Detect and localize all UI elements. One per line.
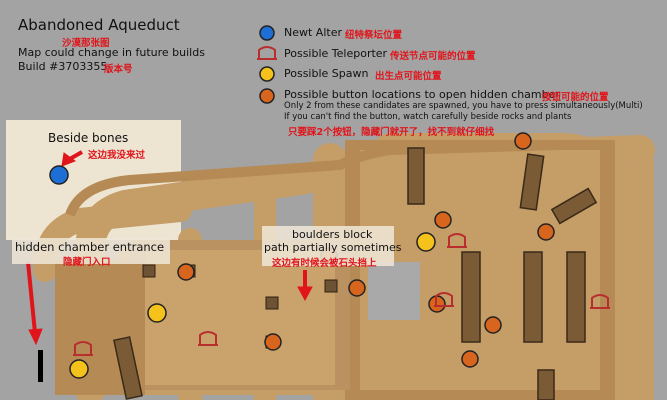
button-icon xyxy=(348,279,366,297)
button-icon xyxy=(537,223,555,241)
spawn-icon xyxy=(69,359,89,379)
teleporter-icon xyxy=(434,292,454,307)
pillar xyxy=(519,153,545,211)
boulders-callout-1: boulders block xyxy=(292,228,373,241)
spawn-icon xyxy=(416,232,436,252)
bones-callout: Beside bones xyxy=(48,131,129,145)
map-title-cn: 沙漠那张图 xyxy=(62,38,110,49)
note-line-2: If you can't find the button, watch care… xyxy=(284,112,572,122)
spawn-icon xyxy=(147,303,167,323)
boulders-callout-2: path partially sometimes xyxy=(264,241,402,254)
map-title: Abandoned Aqueduct xyxy=(18,16,180,34)
teleporter-icon xyxy=(447,233,467,248)
legend-button-label-cn: 按钮可能的位置 xyxy=(542,92,609,103)
button-icon xyxy=(484,316,502,334)
legend-teleporter-label-cn: 传送节点可能的位置 xyxy=(390,51,476,62)
legend-button-label: Possible button locations to open hidden… xyxy=(284,88,560,101)
pillar xyxy=(523,251,543,343)
legend-teleporter-label: Possible Teleporter xyxy=(284,47,388,60)
pillar xyxy=(407,147,425,205)
hidden-chamber-door xyxy=(38,350,43,382)
button-icon xyxy=(264,333,282,351)
pillar xyxy=(461,251,481,343)
map-note: Map could change in future builds xyxy=(18,46,205,59)
spawn-icon xyxy=(259,66,275,82)
note-line-cn: 只要踩2个按钮，隐藏门就开了，找不到就仔细找 xyxy=(288,127,495,138)
teleporter-markers xyxy=(73,233,610,356)
pillars xyxy=(113,147,598,400)
pillar xyxy=(550,187,598,225)
newt-alter-icon xyxy=(259,25,275,41)
rock xyxy=(265,296,279,310)
north-corridor xyxy=(65,140,561,217)
grey-pit xyxy=(368,262,420,320)
button-icon xyxy=(434,211,452,229)
rock xyxy=(324,279,338,293)
teleporter-icon xyxy=(590,294,610,309)
chamber-callout: hidden chamber entrance xyxy=(15,240,165,254)
newt-alter-icon xyxy=(49,165,69,185)
teleporter-icon xyxy=(73,341,93,356)
button-icon xyxy=(514,132,532,150)
legend-spawn-label-cn: 出生点可能位置 xyxy=(375,71,442,82)
teleporter-icon xyxy=(257,46,277,60)
boulders-callout-cn: 这边有时候会被石头挡上 xyxy=(272,258,377,269)
rock xyxy=(142,264,156,278)
spawn-markers xyxy=(69,232,436,379)
annotation-arrows xyxy=(26,150,313,346)
chamber-callout-box xyxy=(12,238,170,264)
build-number: Build #3703355 xyxy=(18,60,108,73)
button-icon xyxy=(461,350,479,368)
pillar xyxy=(566,251,586,343)
boulders-callout-box xyxy=(262,226,394,266)
teleporter-icon xyxy=(198,331,218,346)
button-icon xyxy=(177,263,195,281)
note-line-1: Only 2 from these candidates are spawned… xyxy=(284,101,643,111)
chamber-callout-cn: 隐藏门入口 xyxy=(63,257,111,268)
button-icon xyxy=(259,88,275,104)
pillar xyxy=(537,369,555,400)
bones-callout-cn: 这边我没来过 xyxy=(88,150,146,161)
legend-spawn-label: Possible Spawn xyxy=(284,67,369,80)
build-number-cn: 版本号 xyxy=(104,64,133,75)
legend-newt-label-cn: 纽特祭坛位置 xyxy=(345,30,403,41)
legend-newt-label: Newt Alter xyxy=(284,26,342,39)
pillar xyxy=(113,336,143,400)
legend-icons xyxy=(257,25,277,104)
